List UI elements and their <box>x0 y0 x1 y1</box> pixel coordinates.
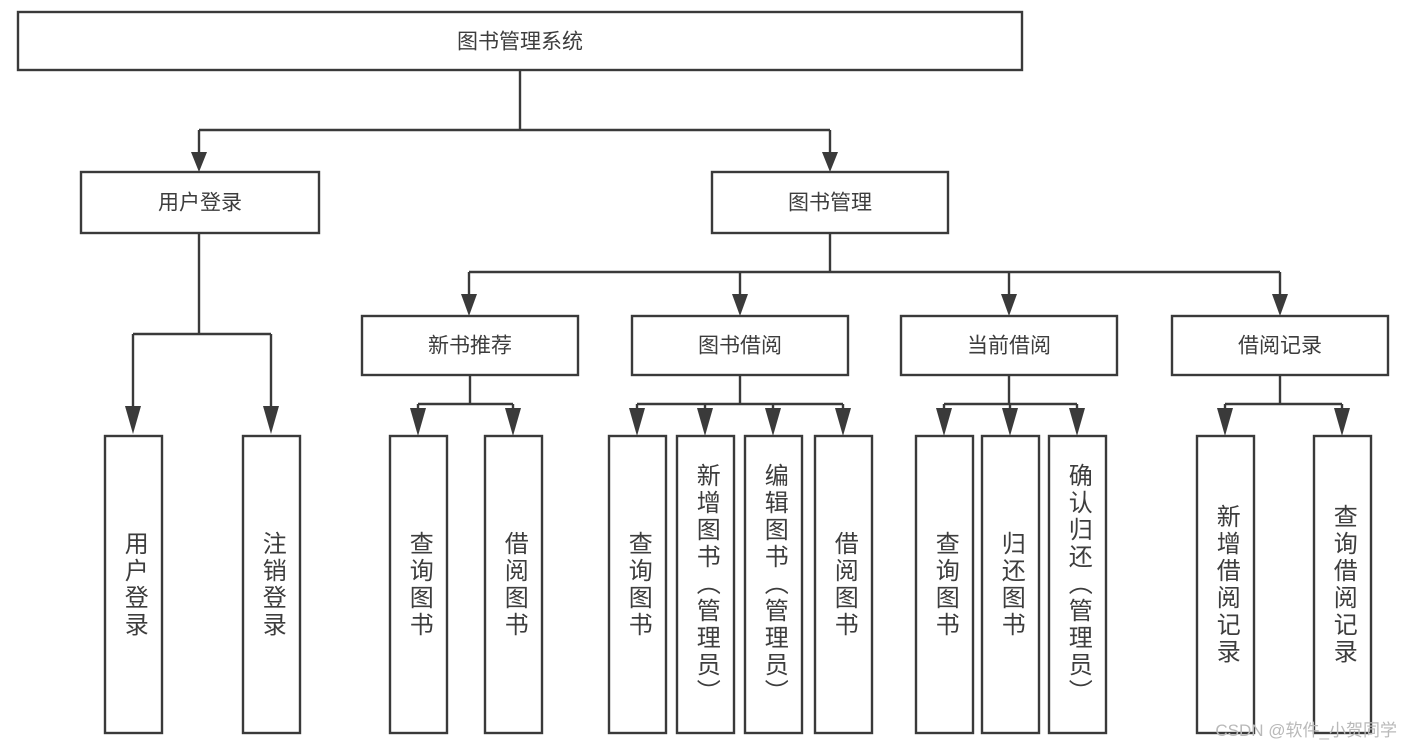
arrow-leaf-logout <box>263 406 279 434</box>
new-book-recommend-box <box>360 314 580 377</box>
leaf-box-add-record[interactable] <box>1195 434 1256 735</box>
node-book-manage[interactable]: 图书管理 <box>710 170 950 235</box>
connector-current-borrow-to-leaves <box>936 375 1085 436</box>
leaf-box-logout[interactable] <box>241 434 302 735</box>
root-box <box>16 10 1024 72</box>
node-current-borrow[interactable]: 当前借阅 <box>899 314 1119 377</box>
connector-book-borrow-to-leaves <box>629 375 851 436</box>
leaf-box-return-book[interactable] <box>980 434 1041 735</box>
current-borrow-box <box>899 314 1119 377</box>
book-manage-label: 图书管理 <box>788 192 872 215</box>
arrow-cb-leaf-3 <box>1069 408 1085 436</box>
borrow-record-box <box>1170 314 1390 377</box>
node-root[interactable]: 图书管理系统 <box>16 10 1024 72</box>
node-borrow-record[interactable]: 借阅记录 <box>1170 314 1390 377</box>
node-new-book-recommend[interactable]: 新书推荐 <box>360 314 580 377</box>
node-book-borrow[interactable]: 图书借阅 <box>630 314 850 377</box>
arrow-book-manage <box>822 152 838 172</box>
arrow-book-borrow <box>732 294 748 316</box>
leaf-box-borrow-book-2[interactable] <box>813 434 874 735</box>
leaf-box-query-book-3[interactable] <box>914 434 975 735</box>
arrow-leaf-user-login <box>125 406 141 434</box>
leaf-box-query-book-1[interactable] <box>388 434 449 735</box>
connector-user-login-to-leaves <box>125 233 279 434</box>
leaf-box-user-login[interactable] <box>103 434 164 735</box>
arrow-user-login <box>191 152 207 172</box>
connector-borrow-record-to-leaves <box>1217 375 1350 436</box>
current-borrow-label: 当前借阅 <box>967 335 1051 358</box>
arrow-bb-leaf-1 <box>629 408 645 436</box>
connector-root-to-level1 <box>191 70 838 172</box>
arrow-bb-leaf-2 <box>697 408 713 436</box>
arrow-nb-leaf-2 <box>505 408 521 436</box>
arrow-cb-leaf-2 <box>1002 408 1018 436</box>
book-manage-box <box>710 170 950 235</box>
connector-book-manage-to-level2 <box>461 233 1288 316</box>
arrow-borrow-record <box>1272 294 1288 316</box>
leaf-box-borrow-book-1[interactable] <box>483 434 544 735</box>
arrow-bb-leaf-4 <box>835 408 851 436</box>
book-borrow-box <box>630 314 850 377</box>
leaf-box-add-book[interactable] <box>675 434 736 735</box>
leaf-box-confirm-return[interactable] <box>1047 434 1108 735</box>
arrow-cb-leaf-1 <box>936 408 952 436</box>
user-login-label: 用户登录 <box>158 192 242 215</box>
book-borrow-label: 图书借阅 <box>698 335 782 358</box>
arrow-nb-leaf-1 <box>410 408 426 436</box>
root-label: 图书管理系统 <box>457 31 583 54</box>
borrow-record-label: 借阅记录 <box>1238 335 1322 358</box>
connector-new-book-to-leaves <box>410 375 521 436</box>
arrow-current-borrow <box>1001 294 1017 316</box>
arrow-br-leaf-1 <box>1217 408 1233 436</box>
new-book-recommend-label: 新书推荐 <box>428 335 512 358</box>
leaf-box-edit-book[interactable] <box>743 434 804 735</box>
arrow-bb-leaf-3 <box>765 408 781 436</box>
arrow-br-leaf-2 <box>1334 408 1350 436</box>
node-user-login[interactable]: 用户登录 <box>79 170 321 235</box>
arrow-new-book <box>461 294 477 316</box>
leaf-box-query-book-2[interactable] <box>607 434 668 735</box>
leaf-box-query-record[interactable] <box>1312 434 1373 735</box>
